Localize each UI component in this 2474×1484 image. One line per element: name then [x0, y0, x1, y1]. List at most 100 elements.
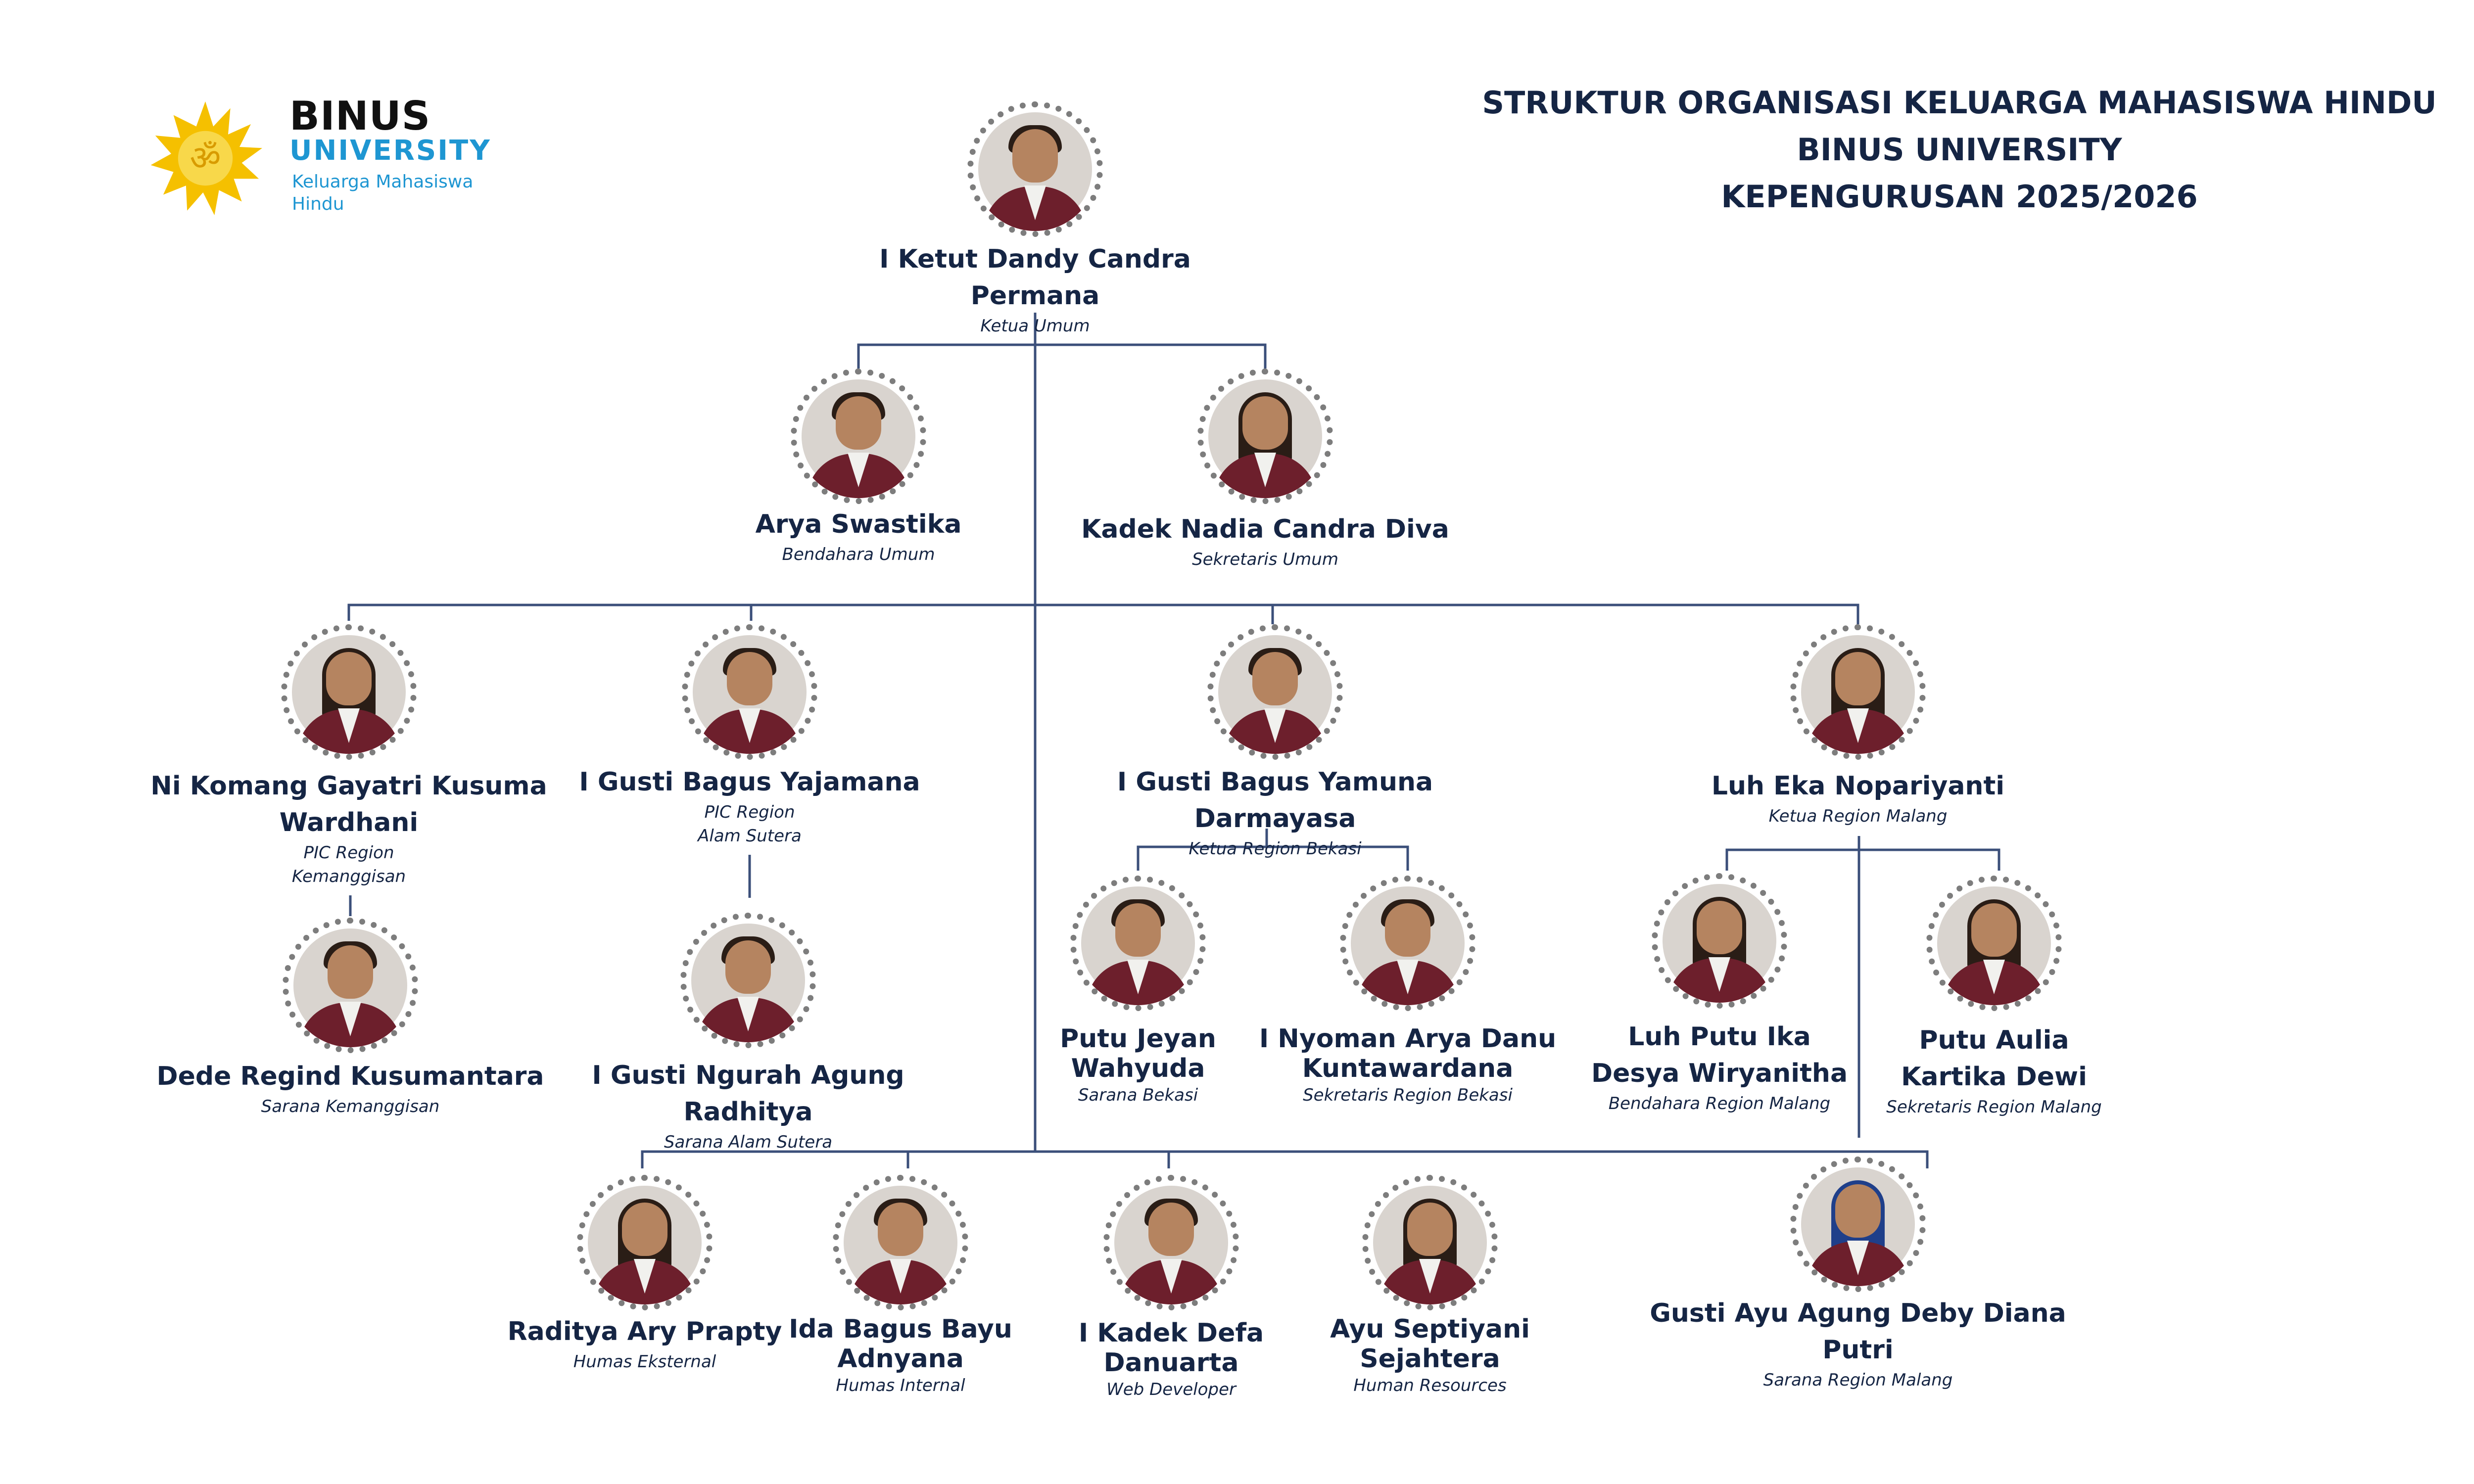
- member-humas-eksternal: Raditya Ary Prapty Humas Eksternal: [422, 1175, 867, 1374]
- title-line1: STRUKTUR ORGANISASI KELUARGA MAHASISWA H…: [1482, 85, 2437, 121]
- pic-alam-sutera-role-line2: Alam Sutera: [698, 826, 802, 846]
- sarana-bekasi-name-line1: Putu Jeyan: [1060, 1024, 1216, 1054]
- sekretaris-bekasi-name: I Nyoman Arya Danu Kuntawardana: [1185, 1024, 1630, 1083]
- ketua-name: I Ketut Dandy Candra Permana: [879, 244, 1191, 311]
- member-pic-kemanggisan: Ni Komang Gayatri Kusuma Wardhani PIC Re…: [126, 624, 571, 888]
- ketua-malang-role: Ketua Region Malang: [1768, 806, 1948, 826]
- page-title: STRUKTUR ORGANISASI KELUARGA MAHASISWA H…: [1475, 79, 2444, 220]
- sarana-alam-sutera-name: I Gusti Ngurah Agung Radhitya: [592, 1061, 904, 1127]
- member-sarana-kemanggisan: Dede Regind Kusumantara Sarana Kemanggis…: [128, 918, 573, 1118]
- ketua-bekasi-photo: [1207, 624, 1343, 760]
- branch-bottom: [641, 1150, 1929, 1168]
- ketua-bekasi-name: I Gusti Bagus Yamuna Darmayasa: [1117, 767, 1433, 834]
- branch-ketua-to-umum: [857, 343, 1267, 369]
- sekretaris-bekasi-name-line2: Kuntawardana: [1302, 1054, 1514, 1083]
- pic-alam-sutera-role: PIC Region Alam Sutera: [527, 800, 972, 848]
- web-developer-name: I Kadek Defa Danuarta: [949, 1318, 1394, 1378]
- sarana-bekasi-role: Sarana Bekasi: [1078, 1085, 1198, 1105]
- sekretaris-malang-name-line1: Putu Aulia: [1919, 1025, 2069, 1055]
- logo-university: UNIVERSITY: [289, 135, 491, 167]
- human-resources-name: Ayu Septiyani Sejahtera: [1207, 1314, 1653, 1374]
- pic-kemanggisan-name-line2: Wardhani: [279, 808, 419, 837]
- om-sun-icon: ॐ: [150, 101, 262, 215]
- bendahara-name: Arya Swastika: [755, 510, 962, 539]
- pic-kemanggisan-photo: [281, 624, 417, 760]
- member-bendahara-malang: Luh Putu Ika Desya Wiryanitha Bendahara …: [1497, 873, 1942, 1115]
- branch-bekasi: [1137, 829, 1409, 871]
- sarana-kemanggisan-name: Dede Regind Kusumantara: [156, 1062, 544, 1091]
- sekretaris-photo: [1197, 369, 1333, 504]
- bendahara-malang-name-line1: Luh Putu Ika: [1628, 1022, 1811, 1052]
- sekretaris-malang-name-line2: Kartika Dewi: [1901, 1062, 2087, 1092]
- web-developer-name-line1: I Kadek Defa: [1078, 1318, 1264, 1348]
- ketua-malang-photo: [1790, 624, 1926, 760]
- humas-internal-name-line2: Adnyana: [837, 1344, 964, 1374]
- sun-core: [178, 131, 233, 186]
- pic-kemanggisan-role-line1: PIC Region: [303, 843, 394, 863]
- pic-kemanggisan-role-line2: Kemanggisan: [291, 867, 406, 886]
- bendahara-photo: [791, 369, 926, 504]
- human-resources-name-line1: Ayu Septiyani: [1330, 1314, 1530, 1344]
- member-sekretaris-umum: Kadek Nadia Candra Diva Sekretaris Umum: [1043, 369, 1488, 571]
- sarana-bekasi-name: Putu Jeyan Wahyuda: [915, 1024, 1361, 1083]
- sarana-malang-photo: [1790, 1157, 1926, 1292]
- bendahara-malang-role: Bendahara Region Malang: [1608, 1094, 1831, 1113]
- bendahara-malang-photo: [1652, 873, 1787, 1009]
- sarana-alam-sutera-role: Sarana Alam Sutera: [664, 1132, 833, 1152]
- sekretaris-malang-photo: [1926, 876, 2062, 1011]
- pic-alam-sutera-name: I Gusti Bagus Yajamana: [579, 767, 920, 797]
- sekretaris-malang-name: Putu Aulia Kartika Dewi: [1771, 1022, 2217, 1095]
- member-sarana-alam-sutera: I Gusti Ngurah Agung Radhitya Sarana Ala…: [525, 913, 971, 1154]
- ketua-bekasi-role: Ketua Region Bekasi: [1189, 839, 1362, 859]
- member-sarana-malang: Gusti Ayu Agung Deby Diana Putri Sarana …: [1635, 1157, 2081, 1392]
- pic-kemanggisan-name: Ni Komang Gayatri Kusuma Wardhani: [126, 768, 571, 841]
- binus-logo: ॐ BINUS UNIVERSITY Keluarga Mahasiswa Hi…: [148, 96, 495, 230]
- member-sarana-bekasi: Putu Jeyan Wahyuda Sarana Bekasi: [915, 876, 1361, 1107]
- sarana-kemanggisan-role: Sarana Kemanggisan: [261, 1097, 440, 1116]
- member-ketua-malang: Luh Eka Nopariyanti Ketua Region Malang: [1635, 624, 2081, 828]
- member-human-resources: Ayu Septiyani Sejahtera Human Resources: [1207, 1175, 1653, 1397]
- human-resources-photo: [1362, 1175, 1498, 1310]
- web-developer-role: Web Developer: [1106, 1380, 1236, 1399]
- sarana-alam-sutera-photo: [680, 913, 816, 1048]
- logo-subtitle-line2: Hindu: [292, 194, 344, 214]
- humas-eksternal-name: Raditya Ary Prapty: [507, 1317, 782, 1346]
- humas-internal-photo: [833, 1175, 968, 1310]
- sekretaris-malang-role: Sekretaris Region Malang: [1886, 1097, 2102, 1117]
- sekretaris-name: Kadek Nadia Candra Diva: [1081, 514, 1449, 544]
- member-sekretaris-bekasi: I Nyoman Arya Danu Kuntawardana Sekretar…: [1185, 876, 1630, 1107]
- om-glyph: ॐ: [190, 139, 221, 178]
- humas-eksternal-role: Humas Eksternal: [573, 1352, 716, 1372]
- humas-internal-name: Ida Bagus Bayu Adnyana: [678, 1314, 1123, 1374]
- bendahara-role: Bendahara Umum: [782, 545, 935, 564]
- pic-kemanggisan-name-line1: Ni Komang Gayatri Kusuma: [150, 771, 547, 801]
- pic-alam-sutera-photo: [682, 624, 817, 760]
- member-humas-internal: Ida Bagus Bayu Adnyana Humas Internal: [678, 1175, 1123, 1397]
- humas-internal-name-line1: Ida Bagus Bayu: [789, 1314, 1012, 1344]
- sarana-kemanggisan-photo: [283, 918, 418, 1053]
- sarana-malang-role: Sarana Region Malang: [1763, 1370, 1953, 1390]
- sekretaris-role: Sekretaris Umum: [1192, 550, 1338, 569]
- sarana-bekasi-name-line2: Wahyuda: [1071, 1054, 1205, 1083]
- member-web-developer: I Kadek Defa Danuarta Web Developer: [949, 1175, 1394, 1401]
- sekretaris-bekasi-photo: [1340, 876, 1475, 1011]
- member-ketua-umum: I Ketut Dandy Candra Permana Ketua Umum: [812, 101, 1258, 338]
- ketua-malang-name: Luh Eka Nopariyanti: [1711, 771, 2005, 801]
- member-bendahara-umum: Arya Swastika Bendahara Umum: [636, 369, 1081, 566]
- sarana-malang-name: Gusti Ayu Agung Deby Diana Putri: [1650, 1298, 2066, 1365]
- humas-internal-role: Humas Internal: [836, 1376, 965, 1395]
- pic-kemanggisan-role: PIC Region Kemanggisan: [126, 841, 571, 888]
- bendahara-malang-name: Luh Putu Ika Desya Wiryanitha: [1497, 1019, 1942, 1092]
- pic-alam-sutera-role-line1: PIC Region: [704, 802, 795, 822]
- sekretaris-bekasi-role: Sekretaris Region Bekasi: [1303, 1085, 1513, 1105]
- member-sekretaris-malang: Putu Aulia Kartika Dewi Sekretaris Regio…: [1771, 876, 2217, 1119]
- logo-subtitle-line1: Keluarga Mahasiswa: [292, 172, 474, 192]
- sekretaris-bekasi-name-line1: I Nyoman Arya Danu: [1259, 1024, 1557, 1054]
- member-ketua-bekasi: I Gusti Bagus Yamuna Darmayasa Ketua Reg…: [1052, 624, 1498, 861]
- logo-wordmark: BINUS: [289, 93, 431, 139]
- ketua-photo: [967, 101, 1103, 237]
- branch-malang: [1725, 836, 2000, 1138]
- logo-subtitle: Keluarga Mahasiswa Hindu: [292, 171, 500, 215]
- member-pic-alam-sutera: I Gusti Bagus Yajamana PIC Region Alam S…: [527, 624, 972, 848]
